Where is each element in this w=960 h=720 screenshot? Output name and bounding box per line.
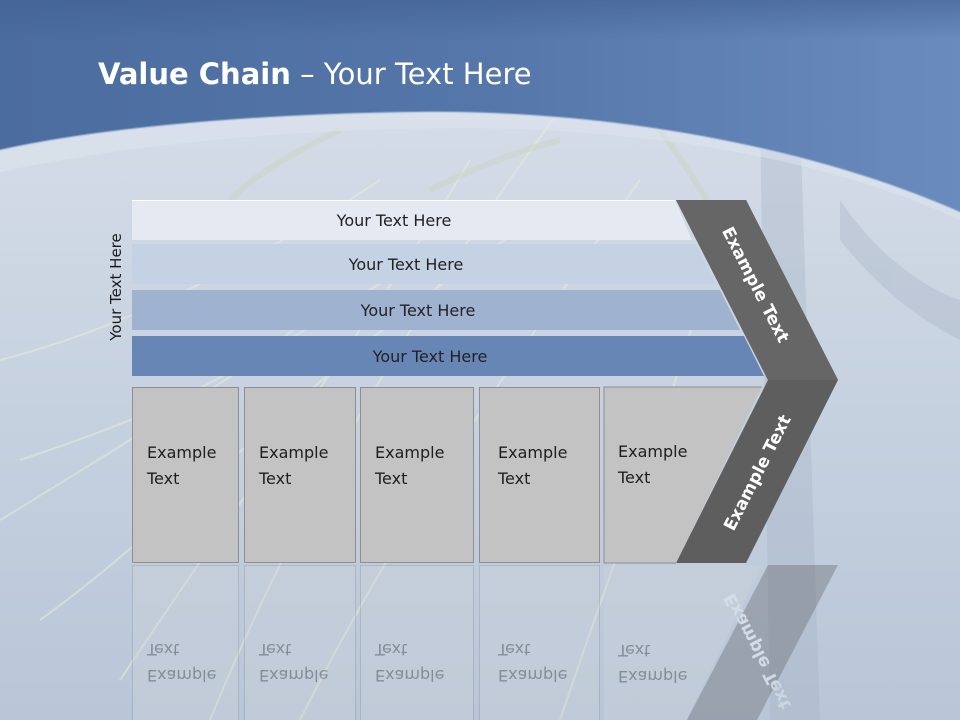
bar-3: Your Text Here bbox=[132, 290, 740, 330]
box-2-line-2: Text bbox=[259, 469, 292, 488]
bar-2: Your Text Here bbox=[132, 244, 716, 284]
box-4: Example Text bbox=[479, 387, 600, 563]
box-5-line-1: Example bbox=[618, 442, 688, 461]
box-1-line-2: Text bbox=[147, 469, 180, 488]
box-2: Example Text bbox=[244, 387, 356, 563]
box-4-line-1: Example bbox=[498, 443, 568, 462]
box-2-line-1: Example bbox=[259, 443, 329, 462]
bar-3-label: Your Text Here bbox=[360, 300, 476, 320]
box-4-line-2: Text bbox=[498, 469, 531, 488]
title-bold: Value Chain bbox=[98, 57, 291, 91]
bar-4: Your Text Here bbox=[132, 336, 764, 376]
box-1-line-1: Example bbox=[147, 443, 217, 462]
box-5-line-2: Text bbox=[618, 468, 651, 487]
page-title: Value Chain – Your Text Here bbox=[98, 54, 532, 94]
title-rest: – Your Text Here bbox=[290, 57, 532, 91]
box-3: Example Text bbox=[360, 387, 474, 563]
reflection: Example Text Example Text Example Text E… bbox=[0, 565, 960, 720]
box-3-line-2: Text bbox=[375, 469, 408, 488]
box-1: Example Text bbox=[132, 387, 239, 563]
box-3-line-1: Example bbox=[375, 443, 445, 462]
bar-1: Your Text Here bbox=[132, 200, 692, 240]
bar-2-label: Your Text Here bbox=[348, 254, 464, 274]
bar-4-label: Your Text Here bbox=[372, 346, 488, 366]
bar-1-label: Your Text Here bbox=[336, 211, 452, 230]
